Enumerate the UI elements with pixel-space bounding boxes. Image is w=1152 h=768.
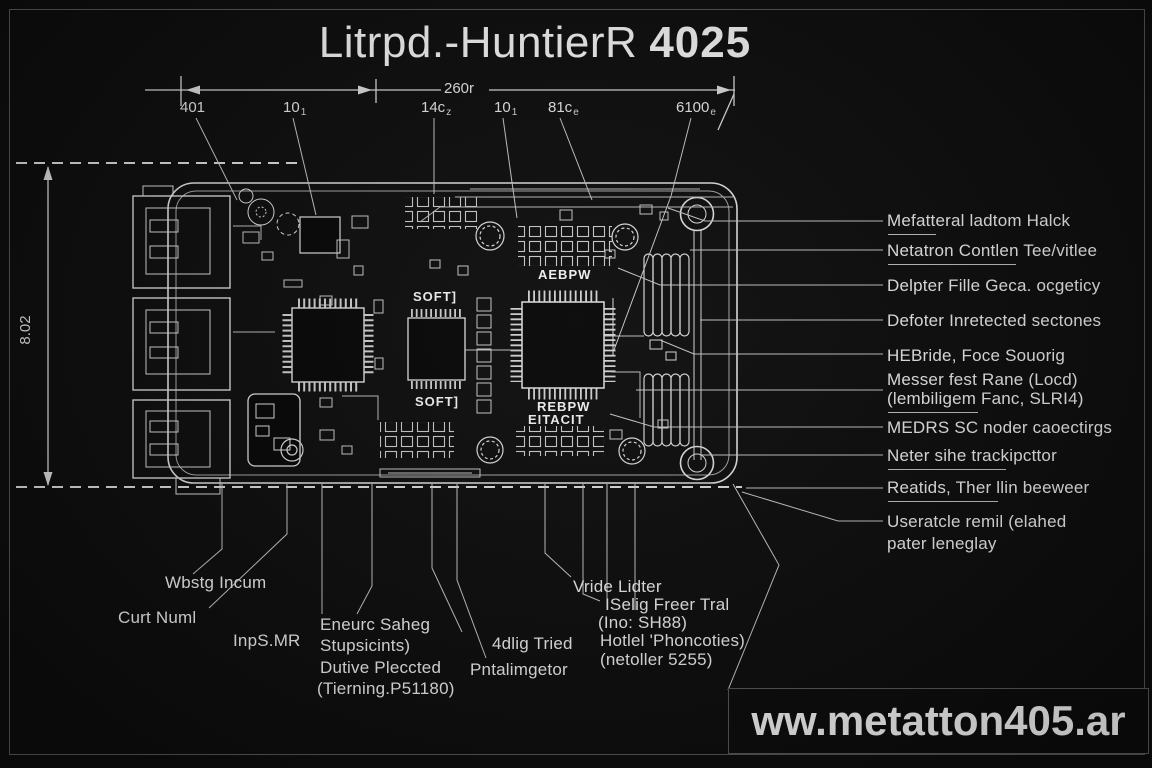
right-label-0: Mefatteral ladtom Halck <box>887 211 1071 235</box>
dim-label-0: 401 <box>180 99 206 118</box>
dim-label-2-main: 14c <box>421 99 446 116</box>
board-silkscreen-rebpw: REBPW <box>537 399 591 414</box>
right-label-6: (lembiligem Fanc, SLRI4) <box>887 389 1084 413</box>
right-label-10: Useratcle remil (elahed <box>887 512 1067 531</box>
dimension-lines <box>16 76 742 488</box>
bottom-label-wbstg: Wbstg Incum <box>165 573 267 592</box>
right-label-3: Defoter Inretected sectones <box>887 311 1102 330</box>
bottom-label-hotlel: Hotlel 'Phoncoties) <box>600 631 746 650</box>
board-silkscreen-soft-top: SOFT] <box>413 289 457 304</box>
bottom-label-vride: Vride Lidter <box>573 577 662 596</box>
bottom-label-ino: (Ino: SH88) <box>598 613 688 632</box>
bottom-label-inps: InpS.MR <box>233 631 301 650</box>
dim-label-3-sub: 1 <box>511 107 518 118</box>
dim-label-5-main: 6100 <box>676 99 710 116</box>
dim-label-0-main: 401 <box>180 99 206 116</box>
right-label-7: MEDRS SC noder caoectirgs <box>887 418 1113 437</box>
dim-label-1-sub: 1 <box>300 107 307 118</box>
traces <box>233 188 733 420</box>
bottom-label-curt: Curt Numl <box>118 608 197 627</box>
leader-lines <box>192 117 883 691</box>
dim-label-2: 14cz <box>421 99 451 118</box>
watermark-text: ww.metatton405.ar <box>751 697 1126 744</box>
bottom-label-netoller: (netoller 5255) <box>600 650 713 669</box>
bottom-label-tierning: (Tierning.P51180) <box>317 679 455 698</box>
left-connectors <box>132 185 231 495</box>
bottom-label-4dlig: 4dlig Tried <box>492 634 573 653</box>
bottom-label-iselig: ISelig Freer Tral <box>605 595 730 614</box>
dim-label-2-sub: z <box>446 107 452 118</box>
watermark-box: ww.metatton405.ar <box>728 688 1149 754</box>
right-label-1: Netatron Contlen Tee/vitlee <box>887 241 1098 265</box>
right-label-9: Reatids, Ther llin beeweer <box>887 478 1090 502</box>
board-silkscreen-eitacit: EITACIT <box>528 412 585 427</box>
dim-label-1-main: 10 <box>283 99 300 116</box>
title-main: Litrpd.-HuntierR <box>318 18 638 67</box>
board-silkscreen-soft-bottom: SOFT] <box>415 394 459 409</box>
dim-label-1: 101 <box>283 99 306 118</box>
image-frame <box>9 9 1145 755</box>
dim-label-3-main: 10 <box>494 99 511 116</box>
right-label-2: Delpter Fille Geca. ocgeticy <box>887 276 1101 295</box>
dim-label-3: 101 <box>494 99 517 118</box>
right-label-5: Messer fest Rane (Locd) <box>887 370 1078 389</box>
bottom-label-stups: Stupsicints) <box>320 636 411 655</box>
small-components <box>242 204 669 478</box>
left-dimension-value: 8.02 <box>17 315 34 344</box>
coil-antenna <box>612 230 702 460</box>
right-label-11: pater leneglay <box>887 534 997 553</box>
bottom-label-eneurc: Eneurc Saheg <box>320 615 431 634</box>
dim-label-5-sub: e <box>710 107 716 118</box>
dim-label-4-sub: e <box>573 107 579 118</box>
dim-total-width: 260r <box>444 80 475 97</box>
crystal-circles <box>280 221 646 465</box>
bottom-label-dutive: Dutive Pleccted <box>320 658 442 677</box>
bottom-label-pntal: Pntalimgetor <box>470 660 568 679</box>
dim-label-5: 6100e <box>676 99 716 118</box>
dim-label-4: 81ce <box>548 99 579 118</box>
right-label-8: Neter sihe trackipcttor <box>887 446 1057 470</box>
pad-grids <box>380 197 612 458</box>
board-silkscreen-aebpw: AEBPW <box>538 267 592 282</box>
title-number: 4025 <box>649 18 752 67</box>
dim-label-4-main: 81c <box>548 99 573 116</box>
right-label-4: HEBride, Foce Souorig <box>887 346 1066 365</box>
